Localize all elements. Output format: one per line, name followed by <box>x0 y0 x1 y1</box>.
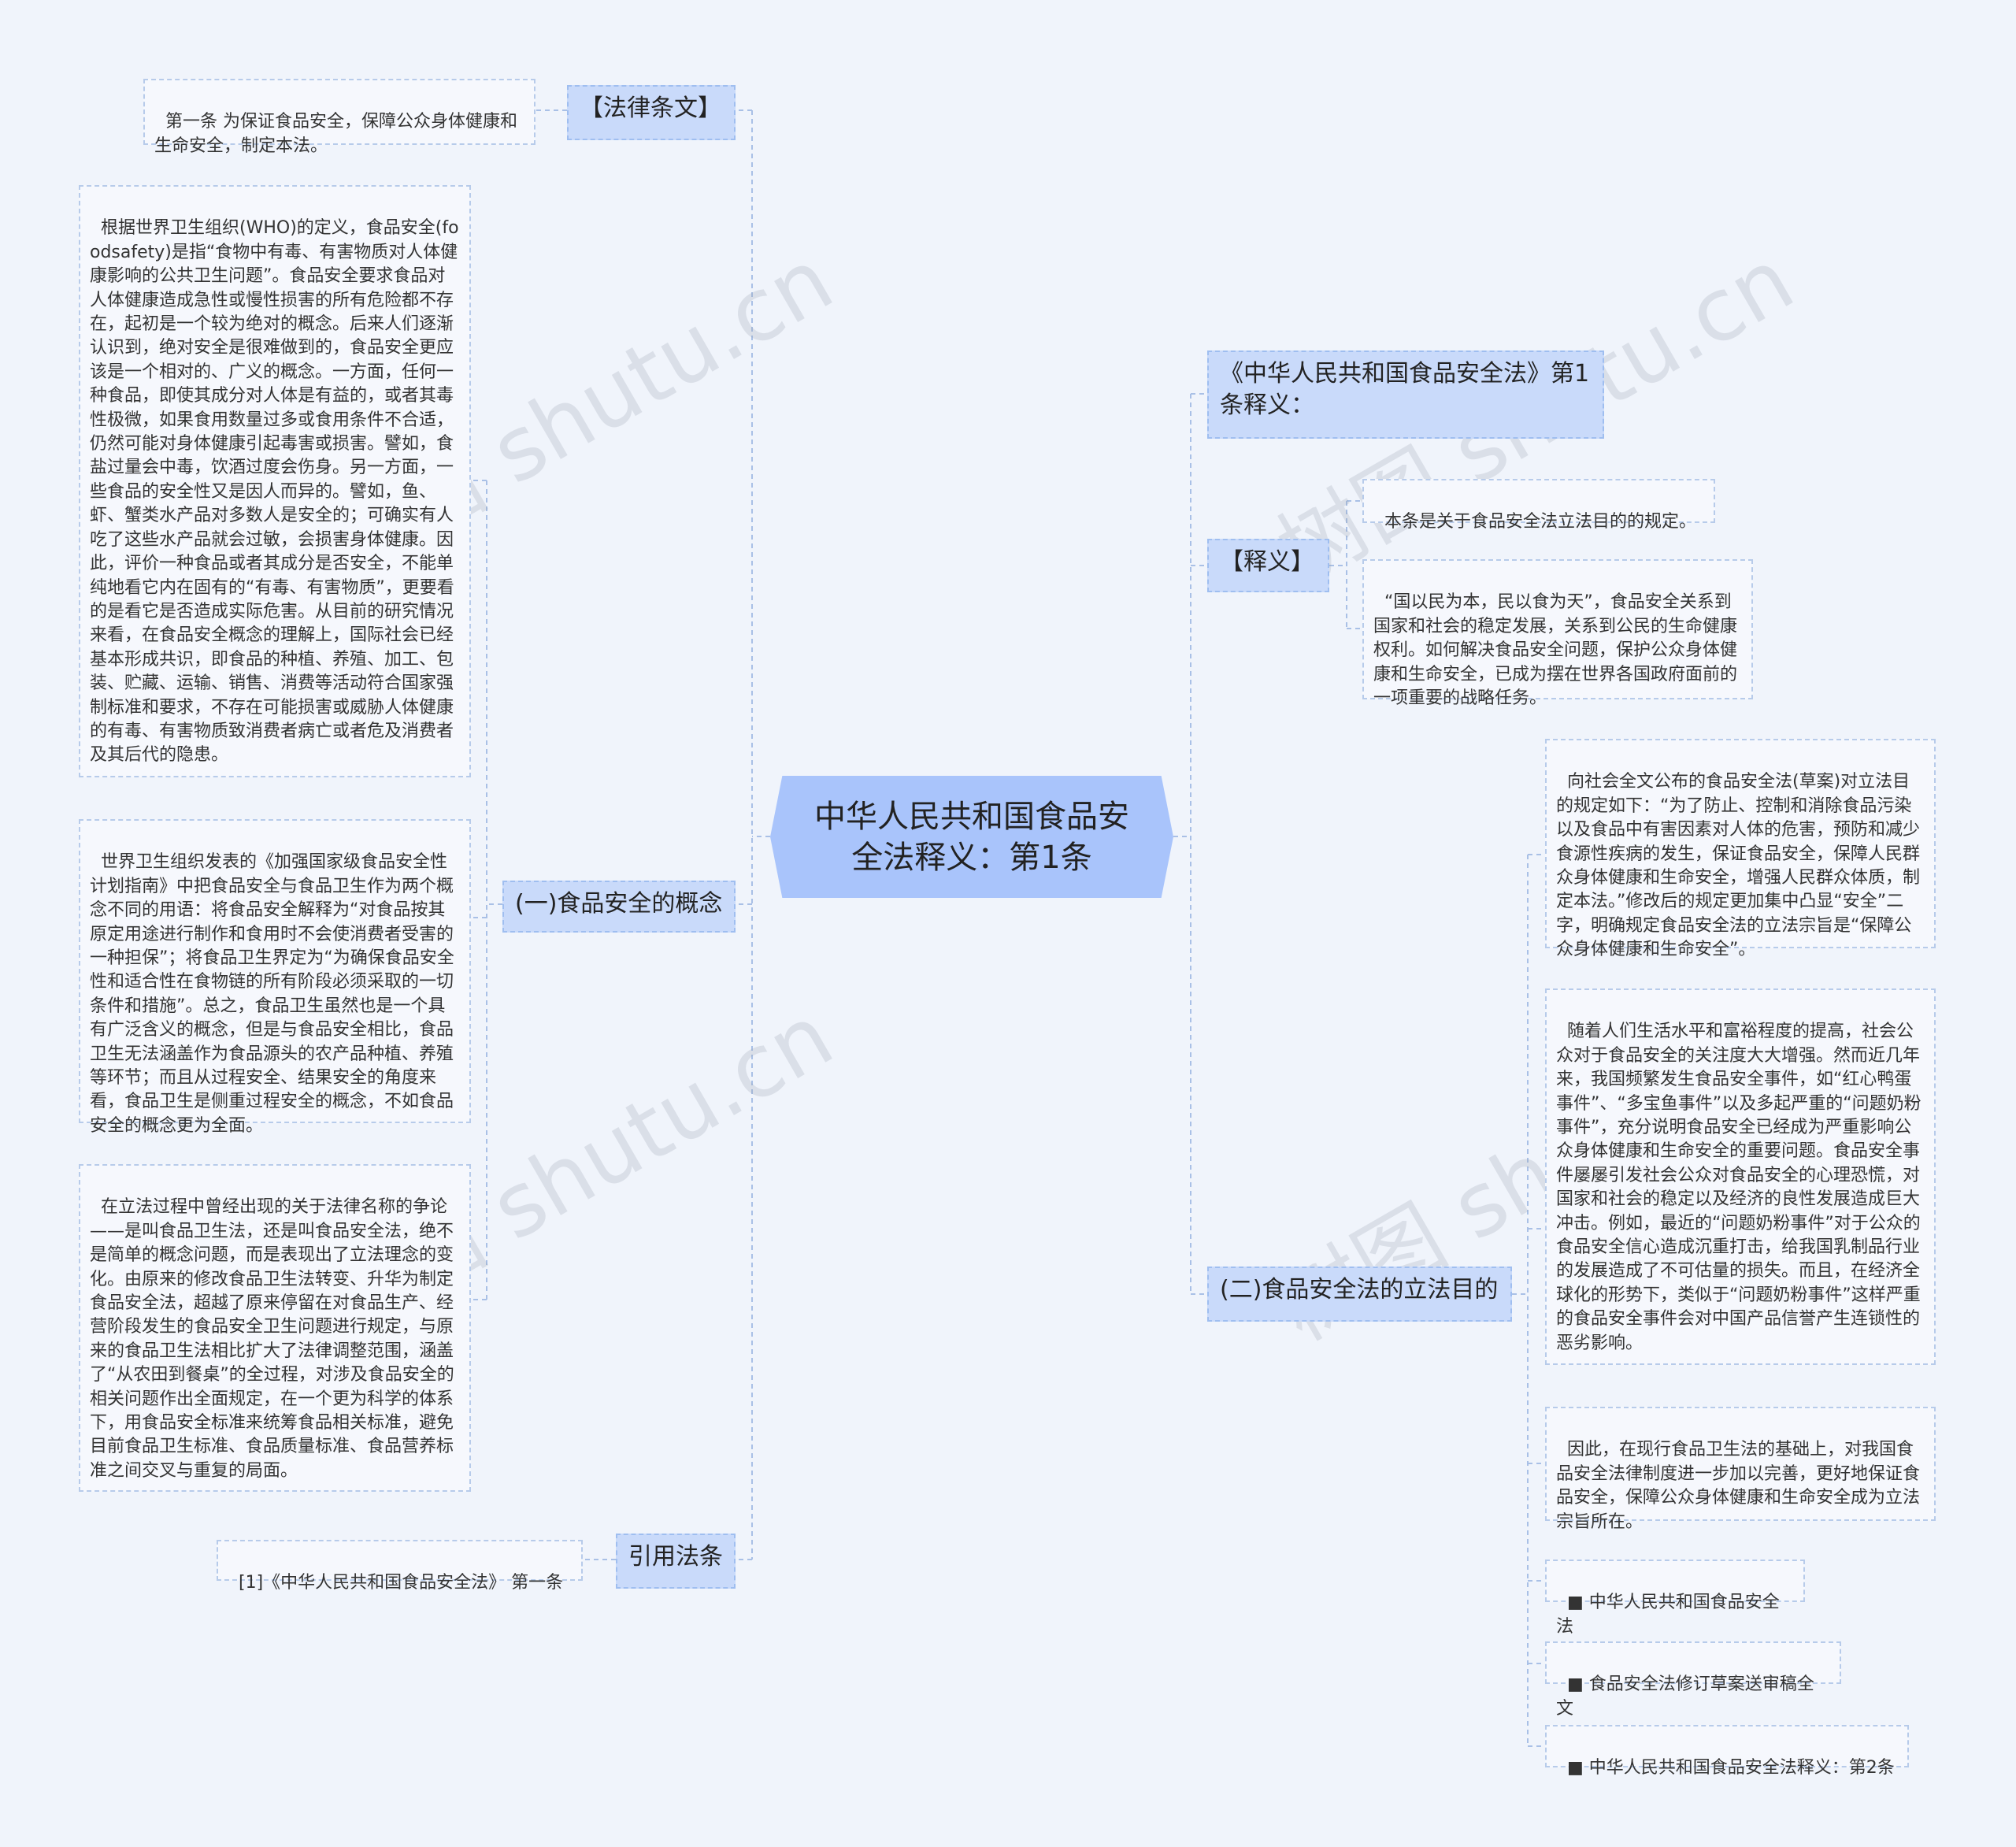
branch-legislative-purpose-label: (二)食品安全法的立法目的 <box>1220 1276 1499 1304</box>
leaf-cited-law-ref-text: [1]《中华人民共和国食品安全法》 第一条 <box>239 1573 564 1593</box>
link-revision-draft-text: ■ 食品安全法修订草案送审稿全文 <box>1556 1675 1814 1719</box>
branch-article-title-label: 《中华人民共和国食品安全法》第1条释义： <box>1220 360 1590 419</box>
leaf-law-name-debate-text: 在立法过程中曾经出现的关于法律名称的争论——是叫食品卫生法，还是叫食品安全法，绝… <box>90 1197 454 1481</box>
branch-food-safety-concept-label: (一)食品安全的概念 <box>515 890 723 918</box>
leaf-who-definition[interactable]: 根据世界卫生组织(WHO)的定义，食品安全(foodsafety)是指“食物中有… <box>79 185 471 777</box>
leaf-interpretation-people[interactable]: “国以民为本，民以食为天”，食品安全关系到国家和社会的稳定发展，关系到公民的生命… <box>1362 559 1753 708</box>
leaf-interpretation-people-text: “国以民为本，民以食为天”，食品安全关系到国家和社会的稳定发展，关系到公民的生命… <box>1373 592 1738 709</box>
link-food-safety-law[interactable]: ■ 中华人民共和国食品安全法 <box>1545 1560 1805 1637</box>
branch-food-safety-concept[interactable]: (一)食品安全的概念 <box>502 881 736 933</box>
leaf-interpretation-purpose-text: 本条是关于食品安全法立法目的的规定。 <box>1384 512 1697 532</box>
branch-interpretation-label: 【释义】 <box>1220 548 1314 576</box>
leaf-draft-provision-text: 向社会全文公布的食品安全法(草案)对立法目的规定如下：“为了防止、控制和消除食品… <box>1556 772 1921 960</box>
leaf-safety-vs-hygiene-text: 世界卫生组织发表的《加强国家级食品安全性计划指南》中把食品安全与食品卫生作为两个… <box>90 852 454 1136</box>
branch-cited-law-label: 引用法条 <box>628 1543 723 1571</box>
link-revision-draft[interactable]: ■ 食品安全法修订草案送审稿全文 <box>1545 1641 1841 1719</box>
root-topic[interactable]: 中华人民共和国食品安全法释义：第1条 <box>770 776 1173 898</box>
leaf-cited-law-ref[interactable]: [1]《中华人民共和国食品安全法》 第一条 <box>217 1540 583 1593</box>
branch-legislative-purpose[interactable]: (二)食品安全法的立法目的 <box>1207 1267 1512 1322</box>
branch-cited-law[interactable]: 引用法条 <box>616 1534 736 1589</box>
leaf-safety-vs-hygiene[interactable]: 世界卫生组织发表的《加强国家级食品安全性计划指南》中把食品安全与食品卫生作为两个… <box>79 819 471 1136</box>
root-topic-label: 中华人民共和国食品安全法释义：第1条 <box>814 798 1129 876</box>
leaf-food-incidents-text: 随着人们生活水平和富裕程度的提高，社会公众对于食品安全的关注度大大增强。然而近几… <box>1556 1022 1922 1353</box>
leaf-law-article-1-text: 第一条 为保证食品安全，保障公众身体健康和生命安全，制定本法。 <box>154 112 517 156</box>
leaf-law-article-1[interactable]: 第一条 为保证食品安全，保障公众身体健康和生命安全，制定本法。 <box>143 79 536 156</box>
branch-article-title[interactable]: 《中华人民共和国食品安全法》第1条释义： <box>1207 350 1604 439</box>
branch-law-text-label: 【法律条文】 <box>580 95 721 122</box>
link-food-safety-law-text: ■ 中华人民共和国食品安全法 <box>1556 1593 1780 1637</box>
leaf-draft-provision[interactable]: 向社会全文公布的食品安全法(草案)对立法目的规定如下：“为了防止、控制和消除食品… <box>1545 739 1936 959</box>
branch-law-text[interactable]: 【法律条文】 <box>567 85 736 140</box>
leaf-legislative-aim-text: 因此，在现行食品卫生法的基础上，对我国食品安全法律制度进一步加以完善，更好地保证… <box>1556 1440 1921 1532</box>
leaf-who-definition-text: 根据世界卫生组织(WHO)的定义，食品安全(foodsafety)是指“食物中有… <box>90 218 459 766</box>
leaf-legislative-aim[interactable]: 因此，在现行食品卫生法的基础上，对我国食品安全法律制度进一步加以完善，更好地保证… <box>1545 1407 1936 1532</box>
leaf-interpretation-purpose[interactable]: 本条是关于食品安全法立法目的的规定。 <box>1362 479 1715 532</box>
leaf-law-name-debate[interactable]: 在立法过程中曾经出现的关于法律名称的争论——是叫食品卫生法，还是叫食品安全法，绝… <box>79 1164 471 1492</box>
link-article-2-interpretation[interactable]: ■ 中华人民共和国食品安全法释义：第2条 <box>1545 1725 1909 1778</box>
link-article-2-interpretation-text: ■ 中华人民共和国食品安全法释义：第2条 <box>1567 1758 1895 1778</box>
branch-interpretation[interactable]: 【释义】 <box>1207 539 1329 592</box>
leaf-food-incidents[interactable]: 随着人们生活水平和富裕程度的提高，社会公众对于食品安全的关注度大大增强。然而近几… <box>1545 988 1936 1365</box>
